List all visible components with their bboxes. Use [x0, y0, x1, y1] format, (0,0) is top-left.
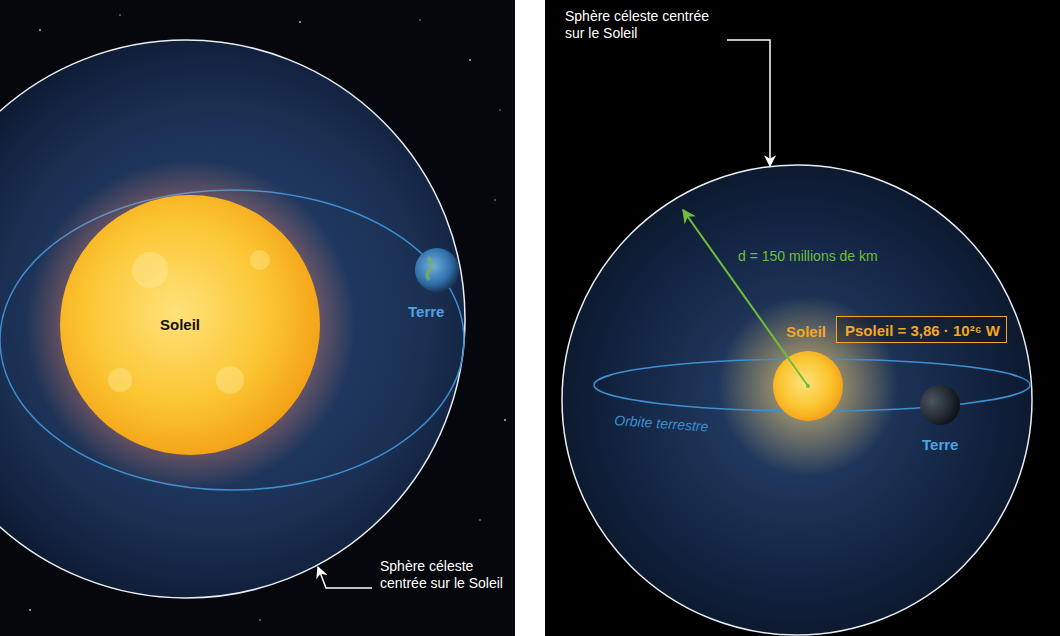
power-box: Psoleil = 3,86 · 10²⁶ W	[836, 316, 1007, 343]
earth-label: Terre	[922, 436, 958, 454]
right-panel	[545, 0, 1060, 636]
sphere-callout: Sphère céleste centrée sur le Soleil	[565, 8, 723, 42]
left-panel	[0, 0, 515, 636]
earth-label: Terre	[408, 303, 444, 321]
distance-label: d = 150 millions de km	[738, 248, 878, 265]
power-value: Psoleil = 3,86 · 10²⁶ W	[845, 322, 1000, 339]
sphere-callout: Sphère céleste centrée sur le Soleil	[380, 558, 510, 592]
sun-label: Soleil	[786, 323, 826, 341]
sun-label: Soleil	[160, 316, 200, 334]
